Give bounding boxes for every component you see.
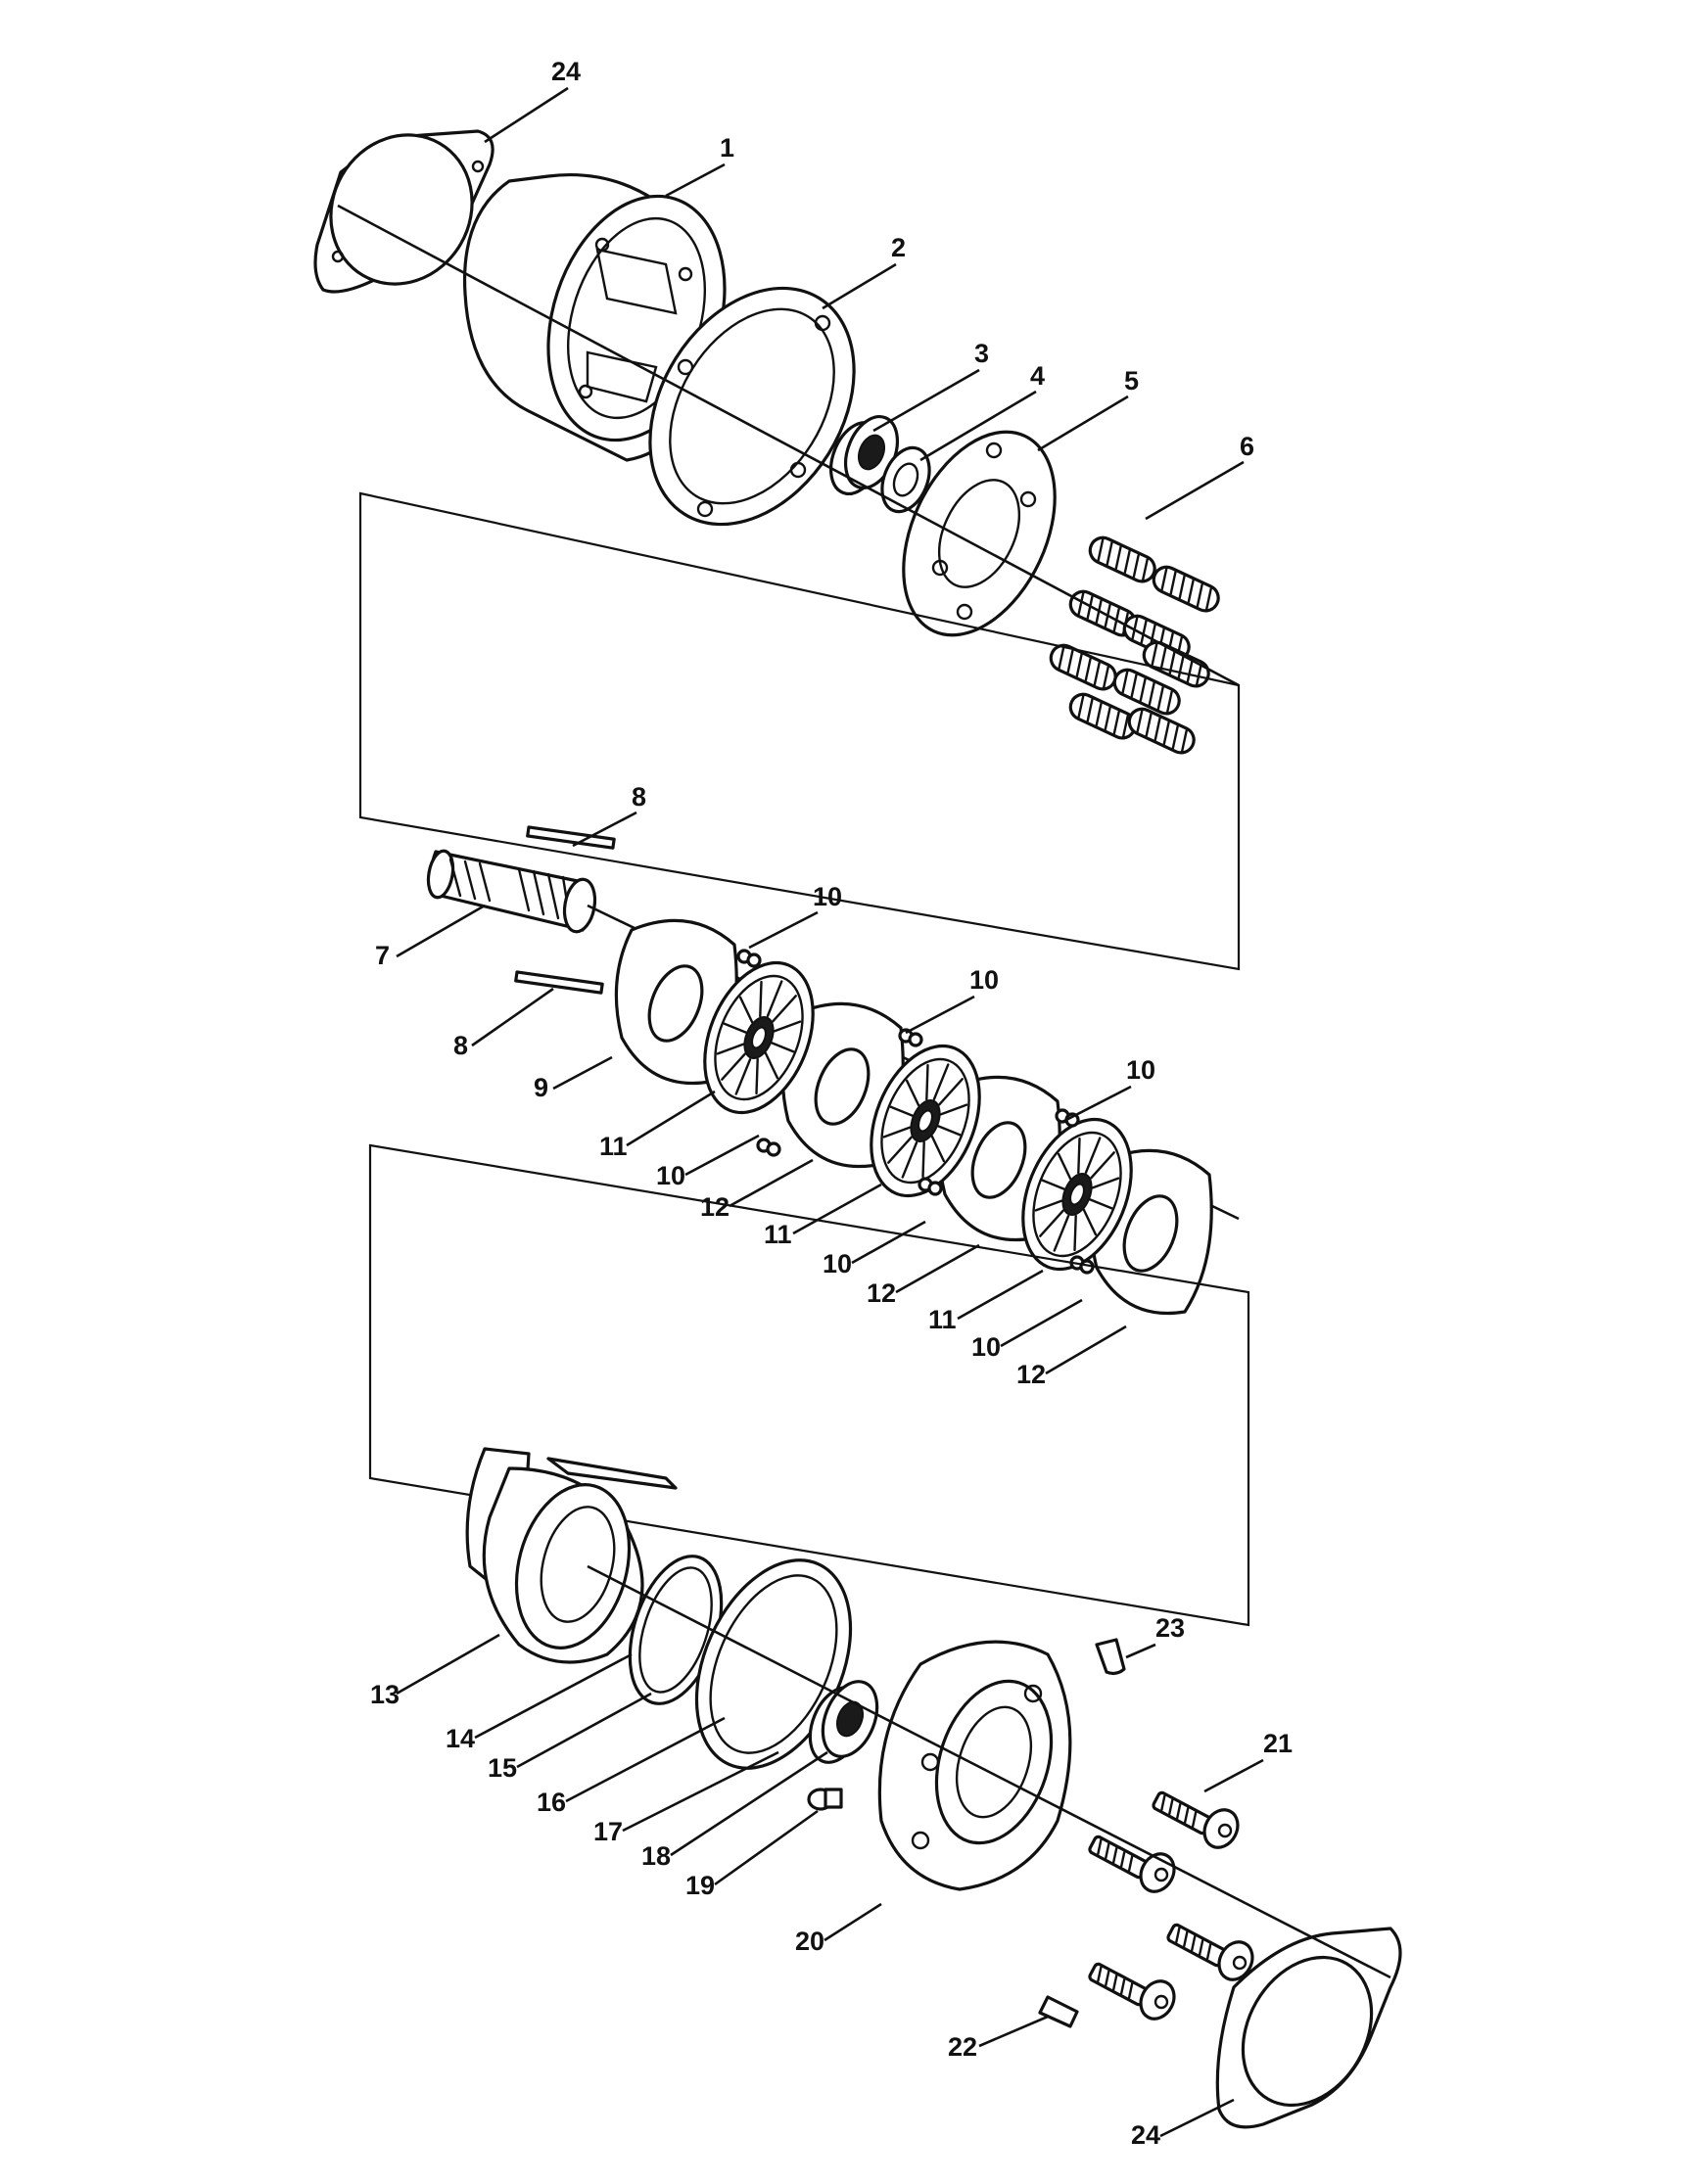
dowel-pin-lower [514, 970, 604, 995]
springs [1049, 535, 1220, 755]
spacer-bead [736, 949, 762, 968]
callout-20: 20 [795, 1927, 824, 1956]
callout-17: 17 [593, 1817, 623, 1846]
roll-pin [1038, 1995, 1079, 2028]
frame-upper [358, 491, 1241, 971]
callout-14: 14 [446, 1724, 475, 1753]
callout-21: 21 [1263, 1729, 1293, 1758]
gasket-ring [648, 286, 856, 527]
callout-23: 23 [1155, 1613, 1185, 1643]
spring [1127, 707, 1196, 755]
bolt [1088, 1962, 1176, 2021]
callout-10-d: 10 [656, 1161, 685, 1190]
friction-disc [1021, 1117, 1133, 1272]
seal-upper [880, 445, 931, 514]
callout-12-c: 12 [1016, 1360, 1046, 1389]
cover-sleeve [465, 1447, 678, 1664]
callout-11-b: 11 [764, 1220, 792, 1249]
spring-plate [902, 430, 1057, 637]
callout-15: 15 [488, 1753, 517, 1783]
callout-22: 22 [948, 2032, 977, 2062]
frame-lower [368, 1143, 1250, 1627]
spacer-bead [756, 1138, 781, 1157]
callout-8-lower: 8 [453, 1031, 468, 1060]
breather-cap [1095, 1638, 1126, 1676]
callout-13: 13 [370, 1680, 400, 1709]
callout-6: 6 [1240, 432, 1254, 461]
callout-9: 9 [534, 1073, 548, 1102]
bolt [1166, 1923, 1254, 1981]
callout-10-b: 10 [969, 965, 999, 995]
callout-4: 4 [1030, 361, 1045, 391]
callout-11-a: 11 [599, 1132, 628, 1161]
callout-10-a: 10 [813, 882, 842, 911]
gasket-bottom [1215, 1927, 1402, 2129]
dowel-pin-upper [526, 825, 616, 850]
spring [1152, 565, 1220, 613]
spring [1049, 643, 1117, 691]
callout-24-top: 24 [551, 57, 581, 86]
callout-3: 3 [974, 339, 989, 368]
callout-11-c: 11 [928, 1305, 957, 1334]
snap-ring [628, 1555, 724, 1705]
callout-10-e: 10 [823, 1249, 852, 1278]
bolt [1152, 1790, 1240, 1849]
gasket-top [313, 129, 494, 294]
callout-10-c: 10 [1126, 1055, 1155, 1085]
friction-disc [703, 960, 815, 1115]
callout-16: 16 [537, 1788, 566, 1817]
callout-2: 2 [891, 233, 906, 262]
callout-18: 18 [641, 1841, 671, 1871]
callout-8-upper: 8 [632, 782, 646, 812]
clutch-stack [614, 918, 1213, 1316]
spring [1112, 668, 1181, 716]
plug [807, 1788, 843, 1811]
callout-12-b: 12 [867, 1278, 896, 1308]
friction-disc [870, 1044, 981, 1198]
callout-24-bottom: 24 [1131, 2120, 1160, 2150]
callout-5: 5 [1124, 366, 1139, 395]
bolt [1088, 1835, 1176, 1893]
spacer-bead [898, 1028, 923, 1047]
callout-7: 7 [375, 941, 390, 970]
callout-19: 19 [685, 1871, 715, 1900]
callout-10-f: 10 [971, 1332, 1001, 1362]
callout-labels: 24 1 2 3 4 5 6 8 7 10 8 10 9 10 11 10 12 [370, 57, 1293, 2150]
spacer-bead [918, 1177, 943, 1196]
bearing-lower [808, 1680, 879, 1764]
callout-1: 1 [720, 133, 734, 163]
spring [1088, 535, 1156, 583]
callout-12-a: 12 [700, 1192, 730, 1222]
